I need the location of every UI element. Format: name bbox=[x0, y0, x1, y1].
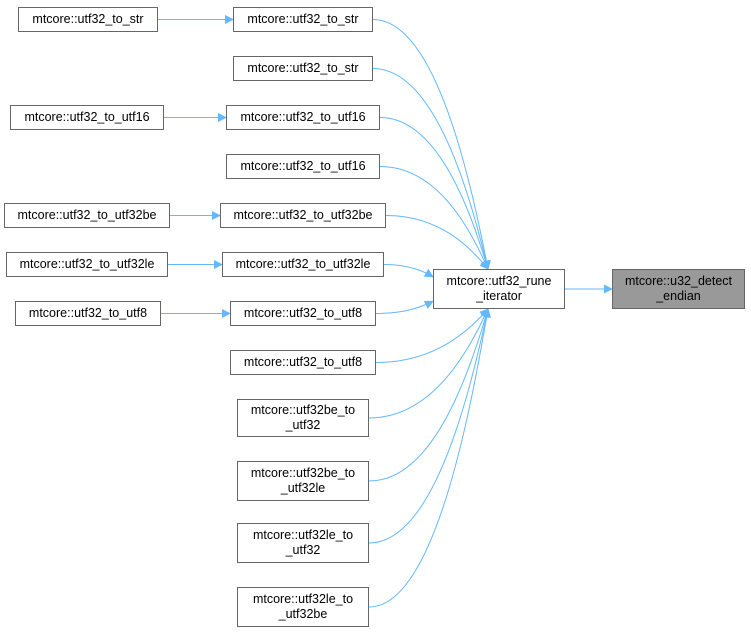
node-label: mtcore::utf32_to_str bbox=[247, 61, 359, 75]
node-label-line: mtcore::utf32le_to bbox=[252, 592, 354, 606]
node-utf32-to-utf32le[interactable]: mtcore::utf32_to_utf32le bbox=[222, 252, 384, 277]
node-label: mtcore::utf32_to_utf32le bbox=[19, 257, 155, 271]
node-caller-utf32-to-utf32be[interactable]: mtcore::utf32_to_utf32be bbox=[4, 203, 170, 228]
node-label: mtcore::utf32_to_str bbox=[247, 12, 359, 26]
node-utf32le-to-utf32be[interactable]: mtcore::utf32le_to _utf32be bbox=[237, 587, 369, 627]
node-label-line: _utf32be bbox=[278, 607, 328, 621]
node-label-line: mtcore::utf32be_to bbox=[250, 466, 356, 480]
node-label: mtcore::utf32_rune _iterator bbox=[447, 274, 552, 304]
node-utf32-to-utf16[interactable]: mtcore::utf32_to_utf16 bbox=[226, 105, 380, 130]
node-caller-utf32-to-str[interactable]: mtcore::utf32_to_str bbox=[18, 7, 158, 32]
edge-utf32le_to_utf32be-to-utf32_rune_iterator bbox=[368, 308, 492, 608]
edge-utf32be_to_utf32-to-utf32_rune_iterator bbox=[368, 308, 489, 419]
node-caller-utf32-to-utf8[interactable]: mtcore::utf32_to_utf8 bbox=[15, 301, 161, 326]
node-utf32-rune-iterator[interactable]: mtcore::utf32_rune _iterator bbox=[433, 269, 565, 309]
node-label: mtcore::utf32_to_utf16 bbox=[240, 159, 366, 173]
node-label: mtcore::utf32be_to _utf32 bbox=[251, 403, 355, 433]
edge-utf32_to_utf16_a-to-utf32_rune_iterator bbox=[379, 117, 490, 270]
node-label-line: _utf32le bbox=[280, 481, 326, 495]
node-label: mtcore::utf32_to_utf8 bbox=[28, 306, 148, 320]
node-label: mtcore::utf32be_to _utf32le bbox=[251, 466, 355, 496]
node-label: mtcore::utf32le_to _utf32be bbox=[253, 592, 353, 622]
edge-utf32_to_utf32be-to-utf32_rune_iterator bbox=[385, 215, 489, 270]
node-label: mtcore::utf32_to_utf16 bbox=[240, 110, 366, 124]
node-label-line: _iterator bbox=[476, 289, 522, 303]
edge-utf32_to_utf32le-to-utf32_rune_iterator bbox=[383, 264, 434, 278]
edge-utf32_to_utf8_a-to-utf32_rune_iterator bbox=[375, 300, 434, 314]
node-label: mtcore::utf32_to_utf16 bbox=[24, 110, 150, 124]
node-utf32be-to-utf32[interactable]: mtcore::utf32be_to _utf32 bbox=[237, 399, 369, 437]
node-label-line: mtcore::u32_detect bbox=[624, 274, 732, 288]
edge-utf32_to_utf16_b-to-utf32_rune_iterator bbox=[379, 166, 489, 270]
node-utf32be-to-utf32le[interactable]: mtcore::utf32be_to _utf32le bbox=[237, 461, 369, 501]
node-label-line: mtcore::utf32_rune bbox=[446, 274, 552, 288]
edge-utf32_to_utf8_b-to-utf32_rune_iterator bbox=[375, 308, 489, 363]
node-label: mtcore::utf32_to_utf32be bbox=[17, 208, 157, 222]
node-label: mtcore::utf32_to_utf32be bbox=[233, 208, 373, 222]
edge-utf32_to_str_a-to-utf32_rune_iterator bbox=[372, 19, 491, 270]
node-utf32-to-str[interactable]: mtcore::utf32_to_str bbox=[233, 56, 373, 81]
node-label: mtcore::utf32_to_utf8 bbox=[243, 355, 363, 369]
node-utf32-to-utf32be[interactable]: mtcore::utf32_to_utf32be bbox=[220, 203, 386, 228]
node-u32-detect-endian[interactable]: mtcore::u32_detect _endian bbox=[612, 269, 745, 309]
node-label-line: _utf32 bbox=[285, 418, 321, 432]
node-label: mtcore::utf32_to_utf32le bbox=[235, 257, 371, 271]
node-label-line: _endian bbox=[656, 289, 701, 303]
node-label: mtcore::utf32_to_str bbox=[32, 12, 144, 26]
edge-utf32be_to_utf32le-to-utf32_rune_iterator bbox=[368, 308, 491, 482]
node-utf32le-to-utf32[interactable]: mtcore::utf32le_to _utf32 bbox=[237, 523, 369, 563]
node-label-line: mtcore::utf32be_to bbox=[250, 403, 356, 417]
node-label: mtcore::utf32le_to _utf32 bbox=[253, 528, 353, 558]
edge-utf32_to_str_b-to-utf32_rune_iterator bbox=[372, 68, 491, 270]
node-utf32-to-utf16[interactable]: mtcore::utf32_to_utf16 bbox=[226, 154, 380, 179]
node-label: mtcore::utf32_to_utf8 bbox=[243, 306, 363, 320]
node-utf32-to-utf8[interactable]: mtcore::utf32_to_utf8 bbox=[230, 350, 376, 375]
node-caller-utf32-to-utf16[interactable]: mtcore::utf32_to_utf16 bbox=[10, 105, 164, 130]
edge-utf32le_to_utf32-to-utf32_rune_iterator bbox=[368, 308, 491, 544]
node-label-line: _utf32 bbox=[285, 543, 321, 557]
node-utf32-to-utf8[interactable]: mtcore::utf32_to_utf8 bbox=[230, 301, 376, 326]
node-caller-utf32-to-utf32le[interactable]: mtcore::utf32_to_utf32le bbox=[6, 252, 168, 277]
node-label: mtcore::u32_detect _endian bbox=[625, 274, 732, 304]
node-label-line: mtcore::utf32le_to bbox=[252, 528, 354, 542]
node-utf32-to-str[interactable]: mtcore::utf32_to_str bbox=[233, 7, 373, 32]
